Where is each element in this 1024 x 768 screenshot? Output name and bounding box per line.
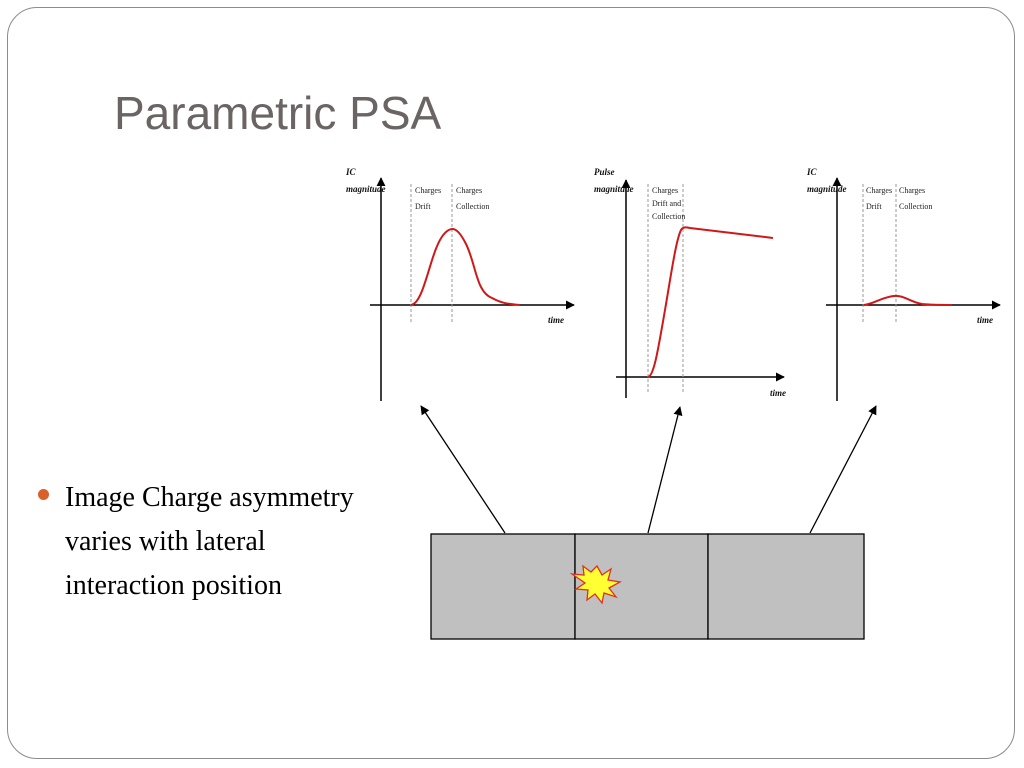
graph-left-ic-curve (410, 228, 521, 306)
graph-middle-pulse-curve (647, 226, 774, 378)
graph-left-ylabel-1: IC (345, 167, 357, 177)
graph-middle-phase-2: Drift and (652, 199, 681, 208)
graph-middle: Pulse magnitude Charges Drift and Collec… (594, 167, 786, 398)
graph-middle-ylabel-1: Pulse (594, 167, 615, 177)
arrow-right-segment (809, 405, 877, 534)
detector-segment-left (430, 533, 576, 640)
arrow-left-segment (420, 405, 506, 534)
graph-middle-ylabel-2: magnitude (594, 184, 634, 194)
graph-middle-phase-1: Charges (652, 186, 678, 195)
graph-left-phase2-2: Collection (456, 202, 489, 211)
graph-left-phase2-1: Charges (456, 186, 482, 195)
graph-right-ylabel-1: IC (806, 167, 818, 177)
graph-right-phase2-1: Charges (899, 186, 925, 195)
page-title: Parametric PSA (114, 87, 442, 139)
graph-middle-phase-3: Collection (652, 212, 685, 221)
graph-left-phase1-2: Drift (415, 202, 431, 211)
graph-left-phase1-1: Charges (415, 186, 441, 195)
graph-right-ylabel-2: magnitude (807, 184, 847, 194)
slide-frame (7, 7, 1015, 759)
graph-left-ylabel-2: magnitude (346, 184, 386, 194)
bullet-text: Image Charge asymmetry varies with later… (65, 482, 354, 601)
segmented-detector (430, 533, 865, 640)
graph-right-ic-curve (863, 294, 953, 306)
graph-left-xlabel: time (548, 315, 564, 325)
arrow-middle-segment (647, 406, 683, 534)
graph-right: IC magnitude Charges Drift Charges Colle… (806, 167, 1001, 401)
graph-middle-xlabel: time (770, 388, 786, 398)
interaction-burst-icon (569, 564, 622, 605)
graph-right-phase1-1: Charges (866, 186, 892, 195)
detector-segment-right (707, 533, 865, 640)
graph-left: IC magnitude Charges Drift Charges Colle… (345, 167, 575, 401)
graph-right-xlabel: time (977, 315, 993, 325)
graph-right-phase2-2: Collection (899, 202, 932, 211)
graph-right-phase1-2: Drift (866, 202, 882, 211)
bullet-dot-icon (38, 489, 49, 500)
